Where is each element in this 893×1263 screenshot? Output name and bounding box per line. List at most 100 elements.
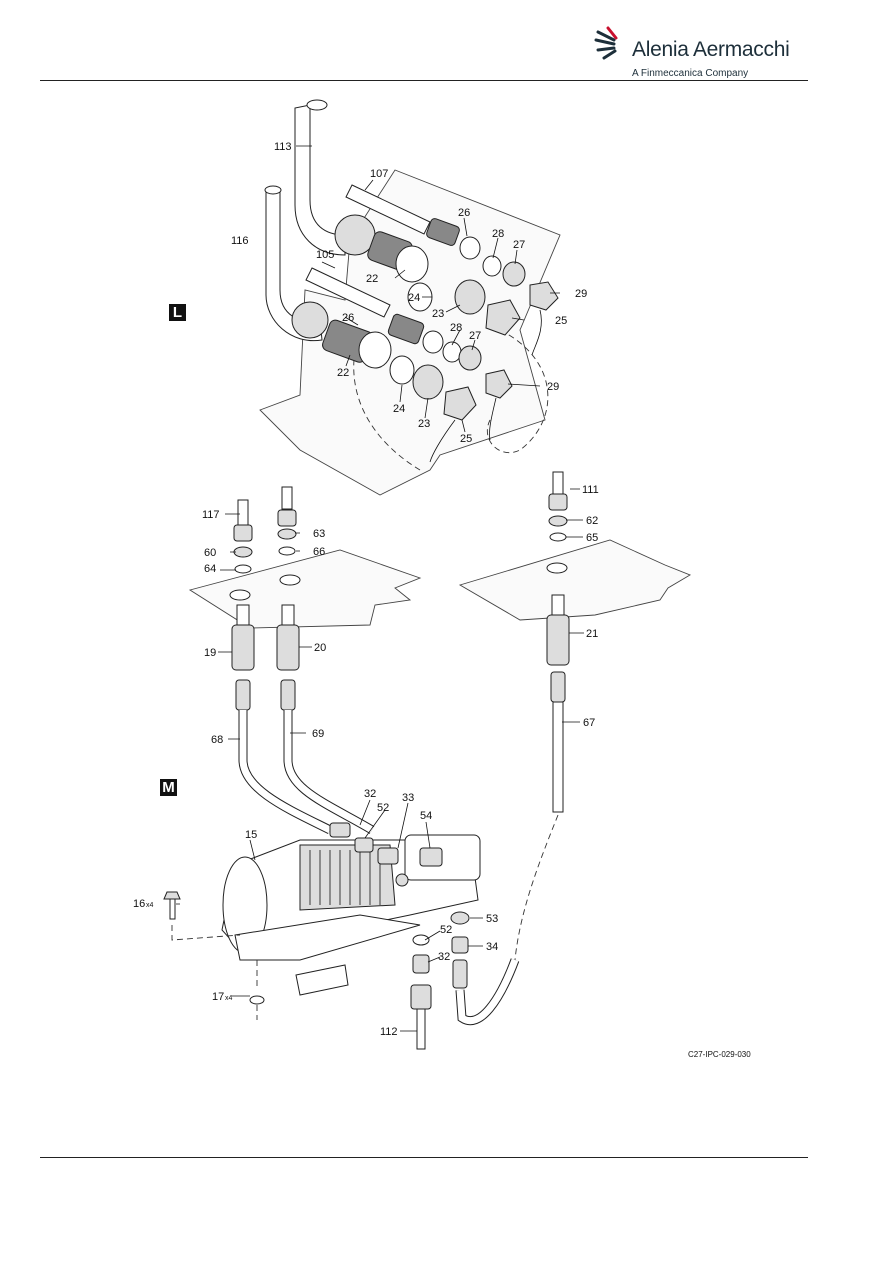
fitting-21-stem (551, 594, 565, 616)
view-m-assembly (163, 471, 692, 1050)
washer-17 (249, 995, 265, 1005)
fitting-32-lower (412, 954, 430, 974)
callout-117: 117 (202, 509, 220, 521)
callout-22-upper: 22 (366, 273, 378, 285)
callout-20: 20 (314, 642, 326, 654)
fitting-33 (377, 847, 399, 865)
tube-113-end (306, 99, 328, 111)
ring-63 (277, 528, 297, 540)
clamp-25-lower (443, 386, 477, 421)
ring-66 (278, 546, 296, 556)
callout-63: 63 (313, 528, 325, 540)
callout-54: 54 (420, 810, 432, 822)
ring-24-lower (389, 355, 415, 385)
callout-53: 53 (486, 913, 498, 925)
fitting-20-stem (281, 604, 295, 626)
callout-22-lower: 22 (337, 367, 349, 379)
washer-28-upper (482, 255, 502, 277)
callout-28-lower: 28 (450, 322, 462, 334)
fitting-34 (451, 936, 469, 954)
callout-16-qty: x4 (146, 902, 154, 909)
adapter-117 (233, 524, 253, 542)
panel-hole (229, 589, 251, 601)
footer-rule (40, 1157, 808, 1158)
callout-21: 21 (586, 628, 598, 640)
fitting-20 (276, 624, 300, 671)
nut-23-upper (454, 279, 486, 315)
pump-base (234, 914, 421, 961)
brand-name: Alenia Aermacchi (632, 38, 790, 61)
routing-dashed-line (486, 329, 549, 454)
washer-52-lower (412, 934, 430, 946)
callout-33: 33 (402, 792, 414, 804)
pipe-112 (416, 1008, 426, 1050)
callout-65: 65 (586, 532, 598, 544)
plug (395, 873, 409, 887)
callout-66: 66 (313, 546, 325, 558)
callout-34: 34 (486, 941, 498, 953)
callout-26-upper: 26 (458, 207, 470, 219)
callout-64: 64 (204, 563, 216, 575)
callout-105: 105 (316, 249, 334, 261)
stub-111 (552, 471, 564, 495)
fitting-54 (419, 847, 443, 867)
callout-32-lower: 32 (438, 951, 450, 963)
brand-emblem-icon (594, 26, 618, 60)
ring-65 (549, 532, 567, 542)
clamp-29-lower-wire (489, 397, 497, 441)
callout-23-lower: 23 (418, 418, 430, 430)
callout-116: 116 (231, 235, 249, 247)
washer-53 (450, 911, 470, 925)
callout-15: 15 (245, 829, 257, 841)
fitting-26-lower (387, 313, 425, 345)
pipe-105 (305, 267, 391, 318)
hose-68-end (235, 679, 251, 711)
callout-23-upper: 23 (432, 308, 444, 320)
adapter-63 (277, 509, 297, 527)
view-badge-l: L (169, 304, 186, 321)
callout-29-lower: 29 (547, 381, 559, 393)
callout-52-lower: 52 (440, 924, 452, 936)
union-112 (410, 984, 432, 1010)
callout-26-lower: 26 (342, 312, 354, 324)
callout-24-upper: 24 (408, 292, 420, 304)
fitting-52-top (354, 837, 374, 853)
callout-17: 17 (212, 991, 224, 1003)
fitting-19 (231, 624, 255, 671)
hose-67-end-lower (452, 959, 468, 989)
callout-29-upper: 29 (575, 288, 587, 300)
coupling-nut-lower (291, 301, 329, 339)
stub-117 (237, 499, 249, 526)
callout-16: 16 (133, 898, 145, 910)
pump-foot (295, 964, 349, 996)
hose-67 (552, 701, 564, 813)
clamp-25-upper (485, 299, 521, 336)
fitting-26-upper-face (459, 236, 481, 260)
clamp-29-upper (529, 281, 559, 311)
clamp-29-lower (485, 369, 513, 399)
header-rule (40, 80, 808, 81)
callout-111: 111 (582, 484, 599, 496)
pipe-107 (345, 184, 431, 235)
hose-68-inner (239, 710, 332, 834)
fitting-19-stem (236, 604, 250, 626)
fitting-22-lower-face (358, 331, 392, 369)
ring-64 (234, 564, 252, 574)
callout-69: 69 (312, 728, 324, 740)
tube-116 (265, 189, 323, 342)
callout-32-upper: 32 (364, 788, 376, 800)
stub-63 (281, 486, 293, 510)
callout-17-qty: x4 (225, 995, 233, 1002)
mounting-panel-right (458, 539, 692, 621)
fitting-21 (546, 614, 570, 666)
callout-52-upper: 52 (377, 802, 389, 814)
ring-27-upper (502, 261, 526, 287)
callout-25-upper: 25 (555, 315, 567, 327)
hose-67-lower-inner (456, 958, 519, 1025)
fitting-22-upper-face (395, 245, 429, 283)
hose-67-end (550, 671, 566, 703)
screw-16-shank (169, 898, 176, 920)
hose-69-inner (284, 710, 374, 834)
fitting-26-upper (426, 218, 460, 246)
